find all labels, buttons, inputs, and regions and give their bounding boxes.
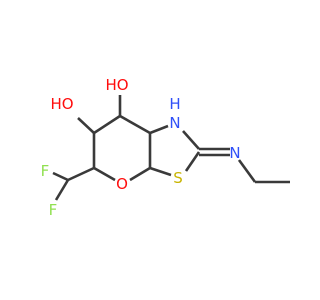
atom-label-s-ring: S xyxy=(173,169,183,187)
bonds xyxy=(52,95,290,201)
atom-labels: HO HO H N N O S F F xyxy=(41,76,241,219)
bond-chf2-f-top xyxy=(52,171,69,182)
bond-chf2-f-bottom xyxy=(54,179,70,201)
bond-o-c3a xyxy=(129,166,151,182)
bond-nh-c2 xyxy=(182,130,200,150)
bond-c7a-nh xyxy=(149,124,169,135)
bond-c7-c6 xyxy=(93,114,121,135)
bond-n-ch2 xyxy=(237,159,257,183)
atom-label-n-imine: N xyxy=(229,144,240,162)
atom-label-oh-top: HO xyxy=(105,76,128,94)
bond-s-c3a xyxy=(149,166,172,177)
atom-label-nh: H N xyxy=(169,95,180,132)
atom-label-nh-h: H xyxy=(169,95,180,113)
atom-label-f-top: F xyxy=(41,162,50,180)
atom-label-o-ring: O xyxy=(116,175,128,193)
atom-label-oh-left: HO xyxy=(50,95,73,113)
bond-c7-c7a xyxy=(119,114,151,135)
bond-c6-oh xyxy=(77,117,95,134)
atom-label-f-bottom: F xyxy=(49,201,58,219)
bond-c5-o xyxy=(93,166,116,182)
atom-label-nh-n: N xyxy=(169,114,180,132)
bond-c5-chf2 xyxy=(67,166,95,182)
molecule-structure-diagram: HO HO H N N O S F F xyxy=(41,76,290,219)
bond-c2-s xyxy=(184,151,201,172)
